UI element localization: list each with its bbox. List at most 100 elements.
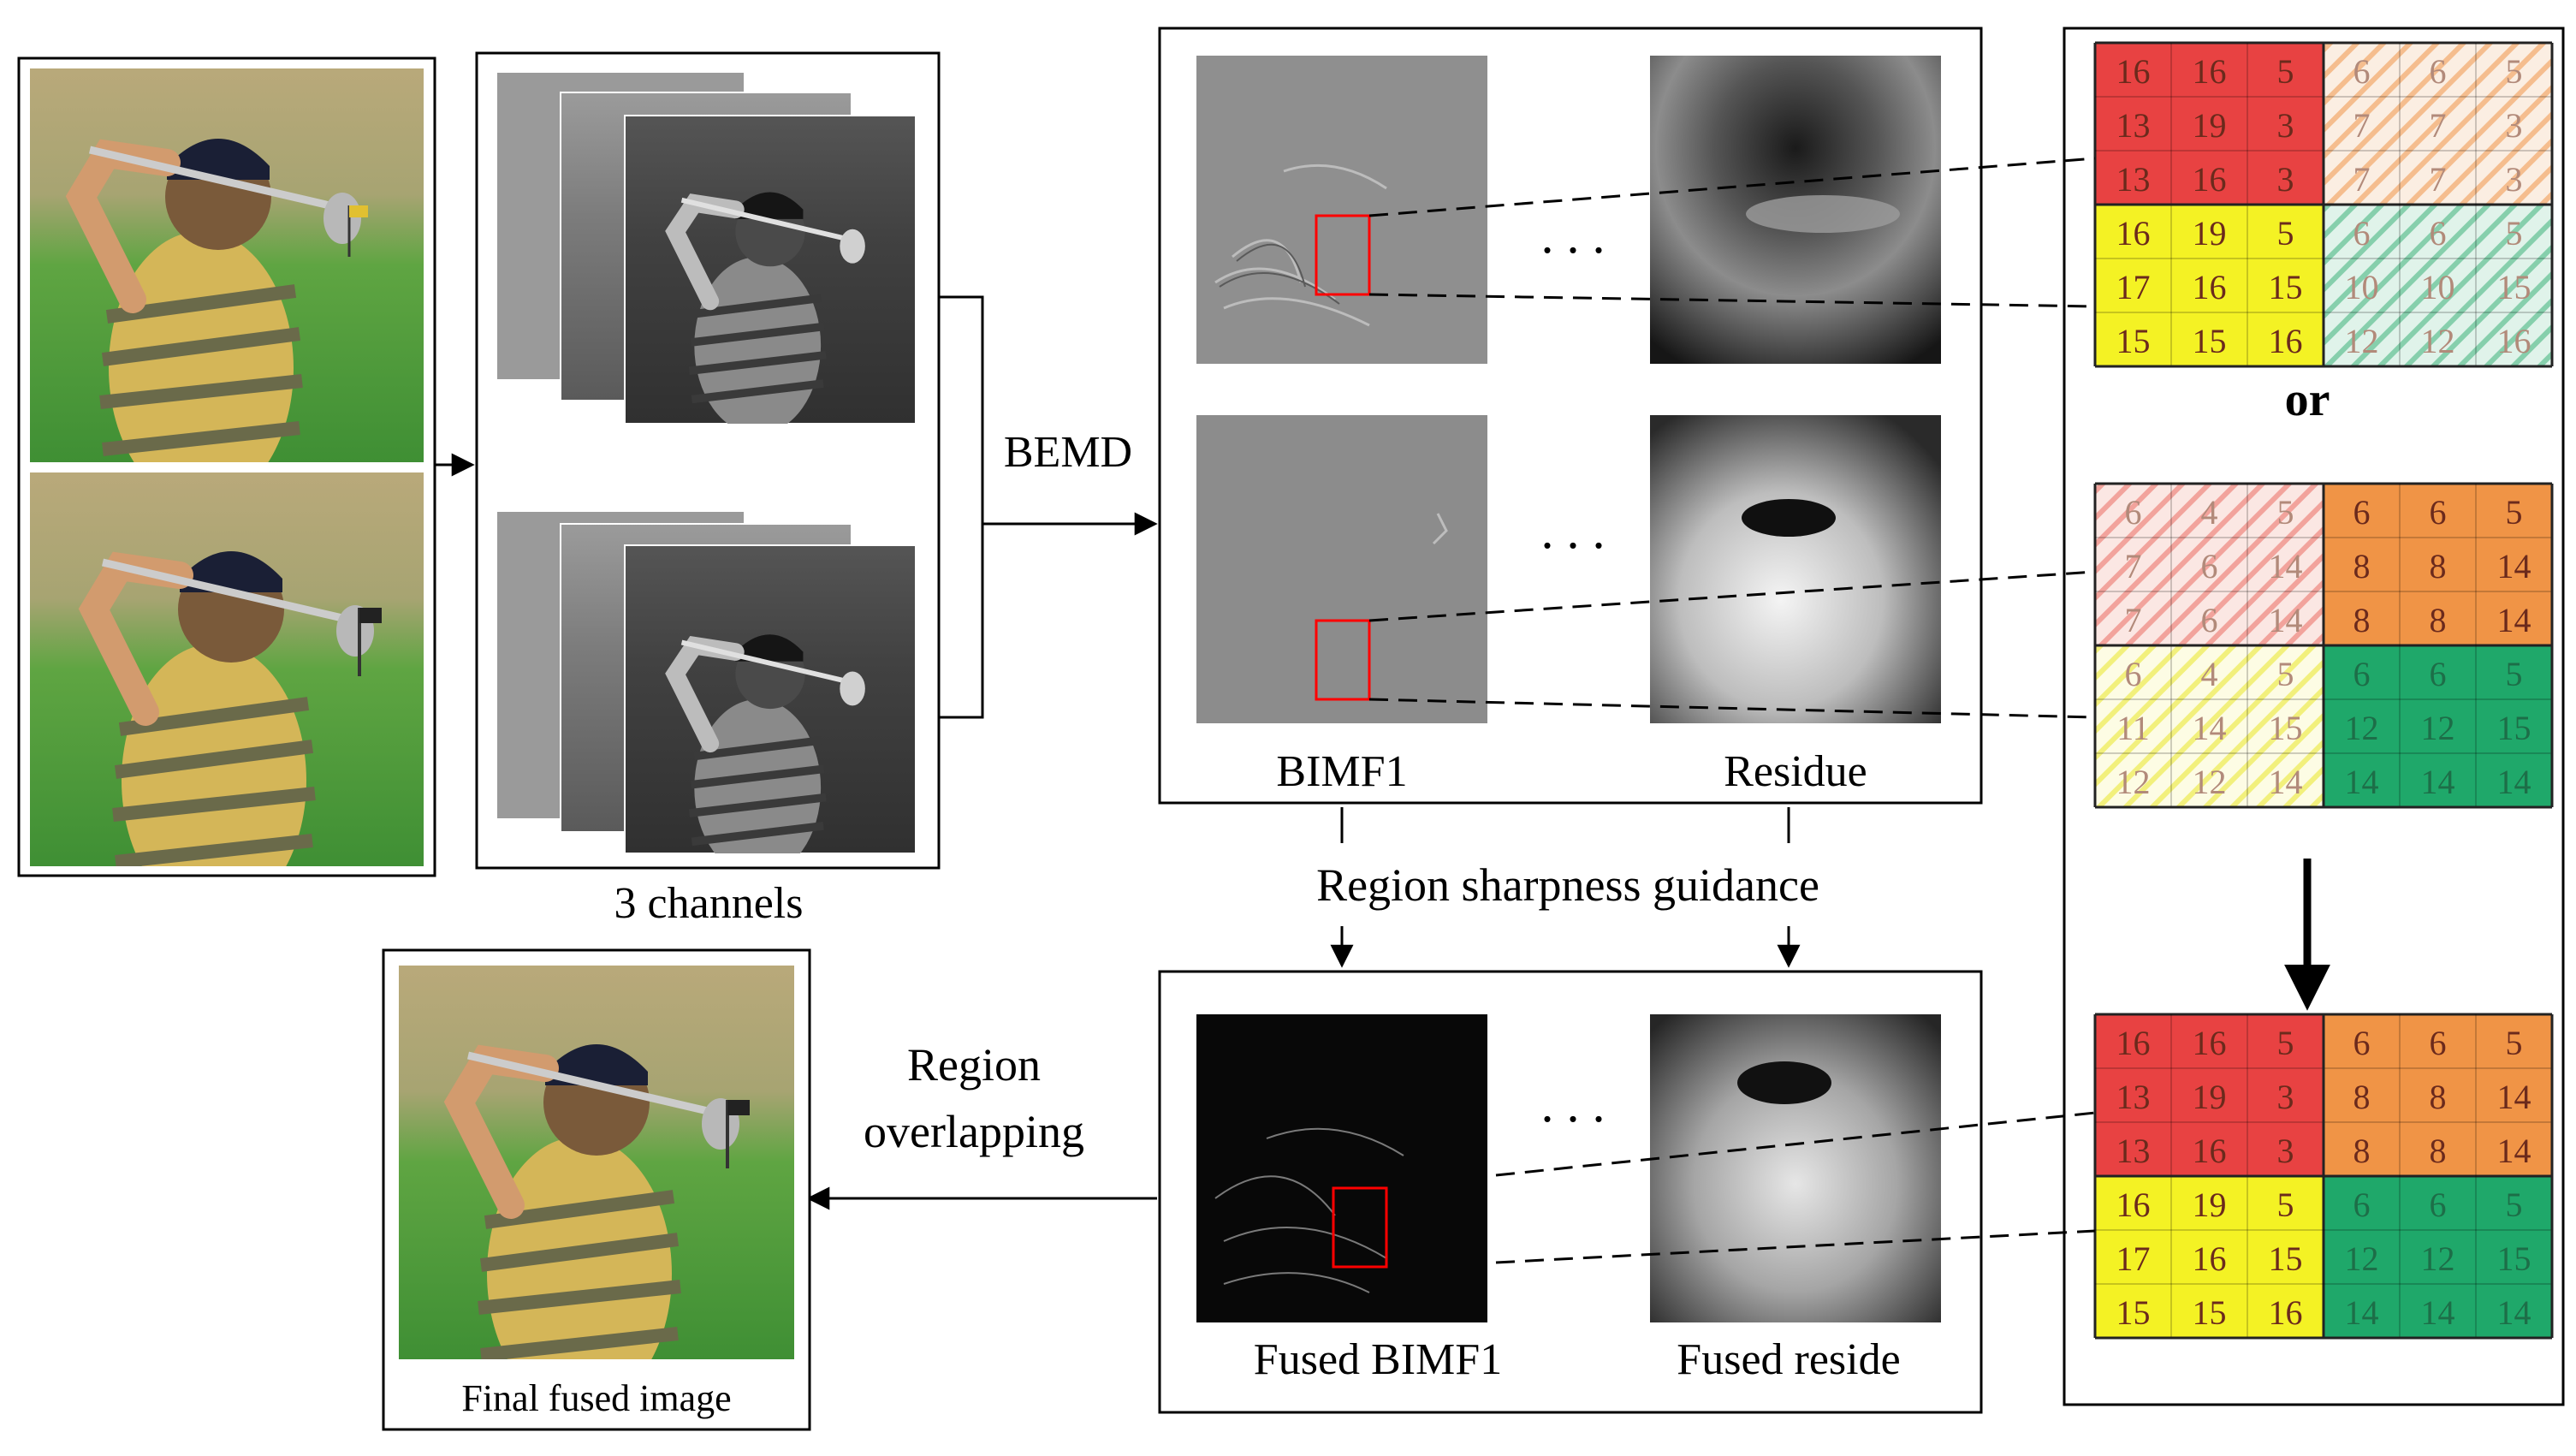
grid-cell: 17 — [2116, 1239, 2151, 1278]
grid-quadrant — [2095, 484, 2324, 645]
grid-cell: 15 — [2193, 322, 2227, 360]
source-image-top — [30, 68, 424, 462]
grid-cell: 8 — [2353, 547, 2371, 585]
grid-cell: 5 — [2277, 1024, 2294, 1062]
grid-cell: 8 — [2353, 601, 2371, 639]
grid-cell: 6 — [2353, 1024, 2371, 1062]
grid-cell: 13 — [2116, 106, 2151, 145]
overlap-label-2: overlapping — [864, 1106, 1084, 1157]
grid-cell: 7 — [2353, 160, 2371, 199]
channels-label: 3 channels — [614, 879, 804, 928]
grid-cell: 6 — [2353, 1186, 2371, 1224]
bimf1-roi-a — [1315, 214, 1371, 296]
grid-cell: 8 — [2430, 601, 2447, 639]
grid-cell: 15 — [2269, 268, 2303, 306]
dots-c: . . . — [1541, 1076, 1606, 1132]
grid-cell: 14 — [2269, 763, 2303, 801]
grid-cell: 19 — [2193, 106, 2227, 145]
overlap-label-1: Region — [907, 1039, 1041, 1091]
channel-stack-top — [496, 71, 917, 425]
grid-cell: 14 — [2497, 1293, 2531, 1332]
grid-quadrant — [2324, 205, 2552, 366]
grid-cell: 16 — [2269, 1293, 2303, 1332]
grid-cell: 6 — [2353, 493, 2371, 532]
grid-quadrant — [2095, 645, 2324, 807]
grid-cell: 12 — [2193, 763, 2227, 801]
grid-cell: 15 — [2116, 1293, 2151, 1332]
grid-cell: 14 — [2497, 601, 2531, 639]
grid-cell: 12 — [2421, 709, 2455, 747]
grid-cell: 14 — [2193, 709, 2227, 747]
bracket-channels-to-bemd — [940, 295, 993, 719]
grid-cell: 6 — [2430, 493, 2447, 532]
grid-quadrant — [2095, 205, 2324, 366]
grid-cell: 8 — [2430, 1078, 2447, 1116]
grid-cell: 6 — [2430, 214, 2447, 253]
grid-cell: 7 — [2125, 601, 2142, 639]
fused-roi — [1332, 1186, 1388, 1269]
grid-cell: 8 — [2430, 547, 2447, 585]
residue-image-a — [1650, 56, 1941, 364]
grid-cell: 17 — [2116, 268, 2151, 306]
grid-cell: 5 — [2277, 1186, 2294, 1224]
grid-cell: 6 — [2125, 493, 2142, 532]
fused-bimf1-label: Fused BIMF1 — [1254, 1335, 1502, 1384]
grid-cell: 16 — [2193, 1024, 2227, 1062]
grid-cell: 15 — [2269, 709, 2303, 747]
channel-stack-bottom — [496, 510, 917, 854]
grid-cell: 16 — [2116, 52, 2151, 91]
grid-cell: 5 — [2277, 493, 2294, 532]
grid-cell: 5 — [2506, 1186, 2523, 1224]
grid-cell: 6 — [2353, 214, 2371, 253]
grid-cell: 6 — [2201, 601, 2218, 639]
grid-cell: 12 — [2116, 763, 2151, 801]
grid-cell: 14 — [2497, 547, 2531, 585]
grid-cell: 16 — [2193, 1239, 2227, 1278]
grid-cell: 6 — [2430, 52, 2447, 91]
grid-cell: 19 — [2193, 1186, 2227, 1224]
dots-b: . . . — [1541, 502, 1606, 559]
grid-cell: 6 — [2430, 1024, 2447, 1062]
grid-cell: 7 — [2125, 547, 2142, 585]
grid-cell: 3 — [2277, 1078, 2294, 1116]
grid-cell: 5 — [2506, 1024, 2523, 1062]
source-image-bottom — [30, 472, 424, 866]
grid-cell: 5 — [2506, 493, 2523, 532]
grid-cell: 6 — [2430, 655, 2447, 693]
grid-cell: 15 — [2116, 322, 2151, 360]
residue-label: Residue — [1724, 747, 1867, 796]
grid-cell: 7 — [2353, 106, 2371, 145]
grid-cell: 3 — [2506, 106, 2523, 145]
grid-cell: 5 — [2506, 52, 2523, 91]
fused-residue-image — [1650, 1014, 1941, 1322]
grid-cell: 4 — [2201, 655, 2218, 693]
dashed-connectors — [1368, 157, 2096, 1264]
grid-cell: 8 — [2353, 1132, 2371, 1170]
fused-bimf1-image — [1196, 1014, 1487, 1322]
grid-cell: 14 — [2497, 763, 2531, 801]
grid-cell: 3 — [2277, 106, 2294, 145]
grid-cell: 14 — [2269, 547, 2303, 585]
grid-cell: 6 — [2353, 52, 2371, 91]
grid-cell: 15 — [2497, 268, 2531, 306]
grid-cell: 16 — [2193, 268, 2227, 306]
grid-cell: 14 — [2421, 763, 2455, 801]
grid-quadrant — [2095, 1014, 2324, 1176]
grid-quadrant — [2324, 484, 2552, 645]
final-image — [399, 966, 794, 1359]
grid-cell: 13 — [2116, 1132, 2151, 1170]
grid-quadrant — [2324, 645, 2552, 807]
or-label: or — [2285, 373, 2330, 426]
grid-cell: 3 — [2277, 1132, 2294, 1170]
grid-cell: 6 — [2201, 547, 2218, 585]
grid-quadrant — [2095, 43, 2324, 205]
bemd-label: BEMD — [1004, 428, 1132, 477]
fused-reside-label: Fused reside — [1677, 1335, 1900, 1384]
grid-cell: 16 — [2193, 52, 2227, 91]
grid-cell: 14 — [2497, 1078, 2531, 1116]
final-label: Final fused image — [461, 1377, 731, 1419]
grid-cell: 15 — [2269, 1239, 2303, 1278]
